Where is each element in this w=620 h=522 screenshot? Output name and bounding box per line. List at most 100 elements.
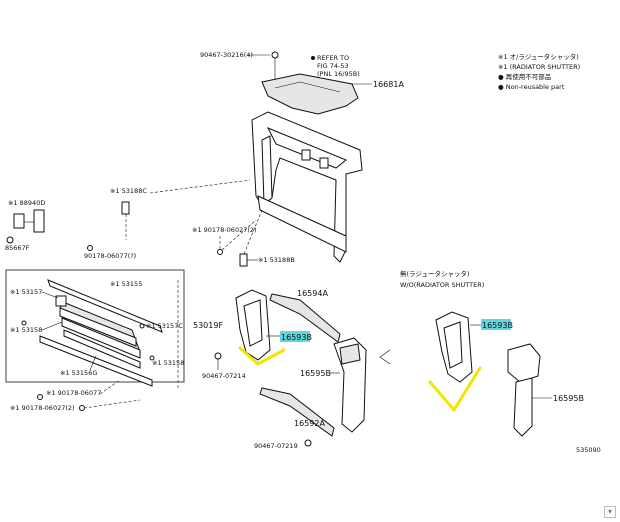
shutter-louver-b [61, 317, 141, 359]
label-16681A: 16681A [373, 80, 404, 89]
bolt-icon-2 [214, 352, 222, 360]
frame-bracket-2 [319, 157, 329, 169]
frame-bracket [301, 149, 311, 161]
part-90467-30216[interactable]: 90467-30216(4) [200, 51, 279, 80]
duct-16593B-inner [243, 299, 263, 347]
label-90178-06077-top: 90178-06077(?) [84, 252, 136, 260]
label-90178-06027-mid: ※1 90178-06027(2) [192, 226, 257, 234]
part-16681A[interactable]: 16681A [261, 73, 404, 115]
clip-53188C [121, 201, 130, 215]
label-16595B-right: 16595B [553, 394, 584, 403]
ref-note: REFER TO FIG 74-53 (PNL 16/95B) [311, 54, 360, 78]
seal-16592A [259, 387, 335, 437]
part-85667F[interactable]: 85667F [5, 236, 30, 252]
label-88940D: ※1 88940D [8, 199, 45, 207]
label-53157C: ※1 53157C [146, 322, 183, 330]
part-88940D[interactable]: ※1 88940D [8, 199, 45, 233]
bolt-icon-3 [304, 439, 312, 447]
part-16592A[interactable]: 16592A [259, 387, 335, 437]
part-16594A[interactable]: 16594A [269, 289, 341, 343]
ref-note-line-1: REFER TO [317, 54, 349, 62]
legend: ※1 オ/ラジュータシャッタ) ※1 (RADIATOR SHUTTER) ● … [498, 52, 580, 91]
shutter-rod-top [47, 279, 163, 333]
sensor-88940D [13, 213, 25, 229]
cover-plate-shape [261, 73, 359, 115]
label-90467-07214: 90467-07214 [202, 372, 246, 380]
variant-note-line-2: W/O(RADIATOR SHUTTER) [400, 281, 484, 289]
clip-dot-3 [149, 355, 155, 361]
highlight-16593B [280, 331, 310, 342]
shutter-actuator [55, 295, 67, 307]
legend-line-2: ※1 (RADIATOR SHUTTER) [498, 63, 580, 71]
scroll-down-icon[interactable]: ▾ [604, 506, 616, 518]
nut-icon-3 [37, 394, 43, 400]
part-90178-06077-bottom[interactable]: ※1 90178-06077 [37, 379, 121, 400]
label-16594A: 16594A [297, 289, 328, 298]
part-90467-07219[interactable]: 90467-07219 [254, 439, 312, 450]
bracket-16595B-top [339, 343, 361, 365]
ref-note-line-3: (PNL 16/95B) [317, 70, 360, 78]
part-16595B-center[interactable]: 16595B [300, 337, 367, 433]
bracket-16595B-right [513, 377, 533, 437]
bracket-16595B-right-top [507, 343, 541, 383]
label-90467-07219: 90467-07219 [254, 442, 298, 450]
part-53188C[interactable]: ※1 53188C [110, 179, 251, 240]
label-16595B-center: 16595B [300, 369, 331, 378]
label-53188C: ※1 53188C [110, 187, 147, 195]
radiator-shutter-group[interactable]: ※1 53157 ※1 53155 ※1 53158 ※1 53157C ※1 … [5, 269, 185, 387]
yellow-check-mark-right [428, 366, 482, 412]
duct-16593B-right-inner [443, 321, 463, 369]
legend-line-3: ● 再使用不可部品 [498, 72, 551, 81]
shutter-louver-c [63, 329, 141, 369]
label-53155: ※1 53155 [110, 280, 142, 288]
chevron-left-icon [379, 349, 391, 365]
bolt-icon [271, 51, 279, 59]
radiator-support-frame[interactable] [251, 111, 363, 263]
clip-dot [21, 320, 27, 326]
label-90178-06027-bottom: ※1 90178-06027(2) [10, 404, 75, 412]
part-90178-06077-top[interactable]: 90178-06077(?) [84, 245, 136, 261]
label-53188B: ※1 53188B [258, 256, 295, 264]
part-90467-07214[interactable]: 90467-07214 [202, 352, 246, 380]
label-90178-06077-bottom: ※1 90178-06077 [46, 389, 101, 397]
ref-note-line-2: FIG 74-53 [317, 62, 349, 70]
shutter-rod-bottom [39, 335, 153, 387]
part-53019F[interactable]: 53019F [177, 280, 223, 388]
label-16593B: 16593B [281, 333, 312, 342]
variant-note: 無(ラジュータシャッタ) W/O(RADIATOR SHUTTER) [400, 269, 484, 289]
frame-bottom-bar [257, 195, 347, 253]
label-16592A: 16592A [294, 419, 325, 428]
label-90467-30216: 90467-30216(4) [200, 51, 253, 59]
clip-53188B [239, 253, 248, 267]
seal-16594A [269, 293, 341, 343]
variant-note-line-1: 無(ラジュータシャッタ) [400, 269, 470, 278]
label-53019F: 53019F [193, 321, 223, 330]
nut-icon [87, 245, 93, 251]
label-53157-left: ※1 53157 [10, 288, 42, 296]
figure-code: 535090 [576, 446, 601, 454]
clip-dot-2 [139, 323, 145, 329]
legend-line-1: ※1 オ/ラジュータシャッタ) [498, 52, 579, 61]
shutter-group-box [5, 269, 185, 383]
nut-icon-2 [217, 249, 223, 255]
label-53158-left: ※1 53158 [10, 326, 42, 334]
label-85667F: 85667F [5, 244, 30, 252]
label-53156G: ※1 53156G [60, 369, 97, 377]
part-53188B[interactable]: ※1 53188B [239, 209, 295, 267]
part-16595B-right[interactable]: 16595B [507, 343, 584, 437]
frame-left-post [261, 135, 273, 205]
label-53158-right: ※1 53158 [152, 359, 184, 367]
bracket-88940D [33, 209, 45, 233]
highlight-16593B-right [481, 319, 511, 330]
shutter-louver-a [59, 307, 137, 347]
part-90178-06027-bottom[interactable]: ※1 90178-06027(2) [10, 399, 141, 412]
yellow-check-mark [238, 346, 286, 366]
part-90178-06027-mid[interactable]: ※1 90178-06027(2) [192, 219, 257, 255]
label-16593B-right: 16593B [482, 321, 513, 330]
connector-icon [6, 236, 14, 244]
nut-icon-4 [79, 405, 85, 411]
part-16593B[interactable]: 16593B [235, 289, 312, 366]
legend-line-4: ● Non-reusable part [498, 83, 565, 91]
part-16593B-right[interactable]: 16593B [428, 311, 513, 412]
